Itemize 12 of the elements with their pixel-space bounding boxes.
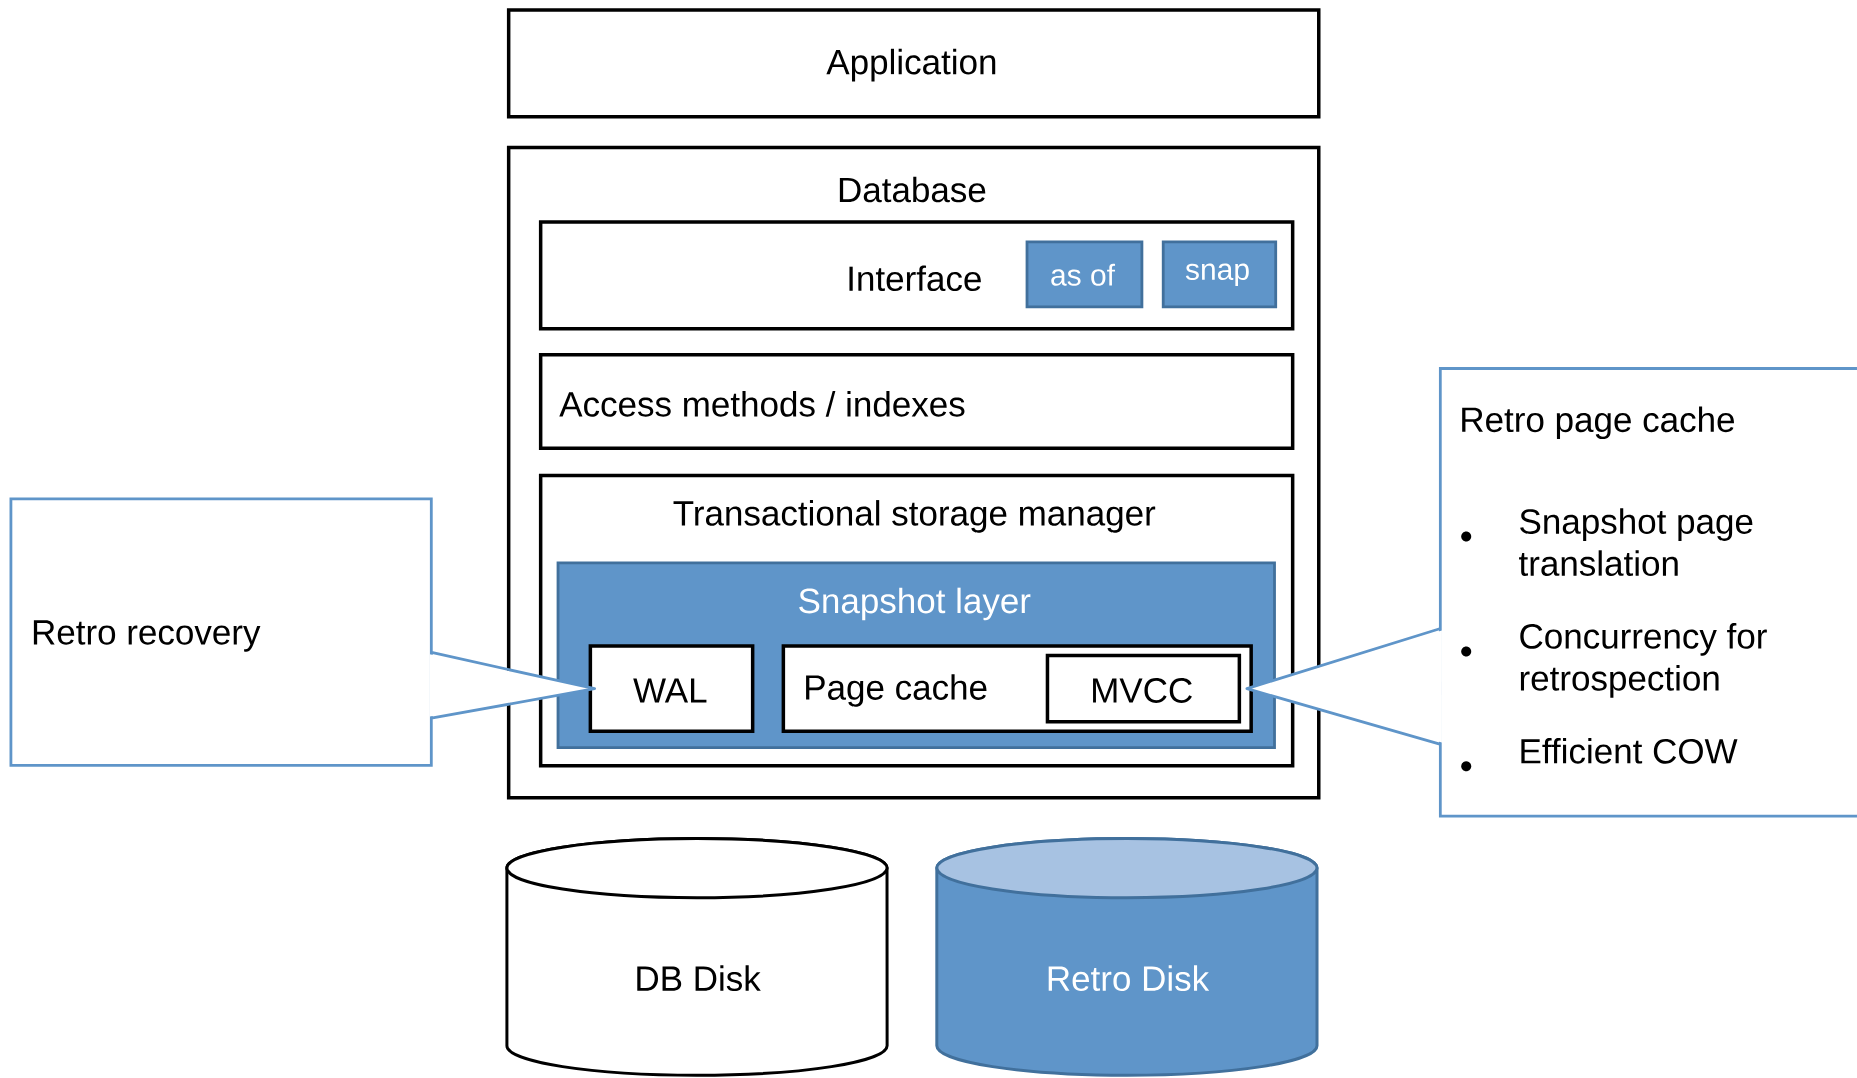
callout-pointer (1245, 627, 1441, 746)
layer-box: Application (506, 8, 1321, 119)
button-box: as of (1025, 240, 1144, 309)
callout-box: Retro page cache Snapshot page translation Concurrency for retrospection Efficient COW (1438, 367, 1857, 818)
button-box: snap (1161, 240, 1278, 309)
component-box: WAL (588, 644, 755, 734)
layer-box: Access methods / indexes (538, 352, 1295, 450)
component-box: MVCC (1045, 653, 1242, 724)
callout-box: Retro recovery (9, 497, 433, 767)
disk-cylinder: Retro Disk (935, 837, 1319, 1077)
disk-cylinder: DB Disk (505, 837, 889, 1077)
callout-pointer (431, 651, 596, 720)
